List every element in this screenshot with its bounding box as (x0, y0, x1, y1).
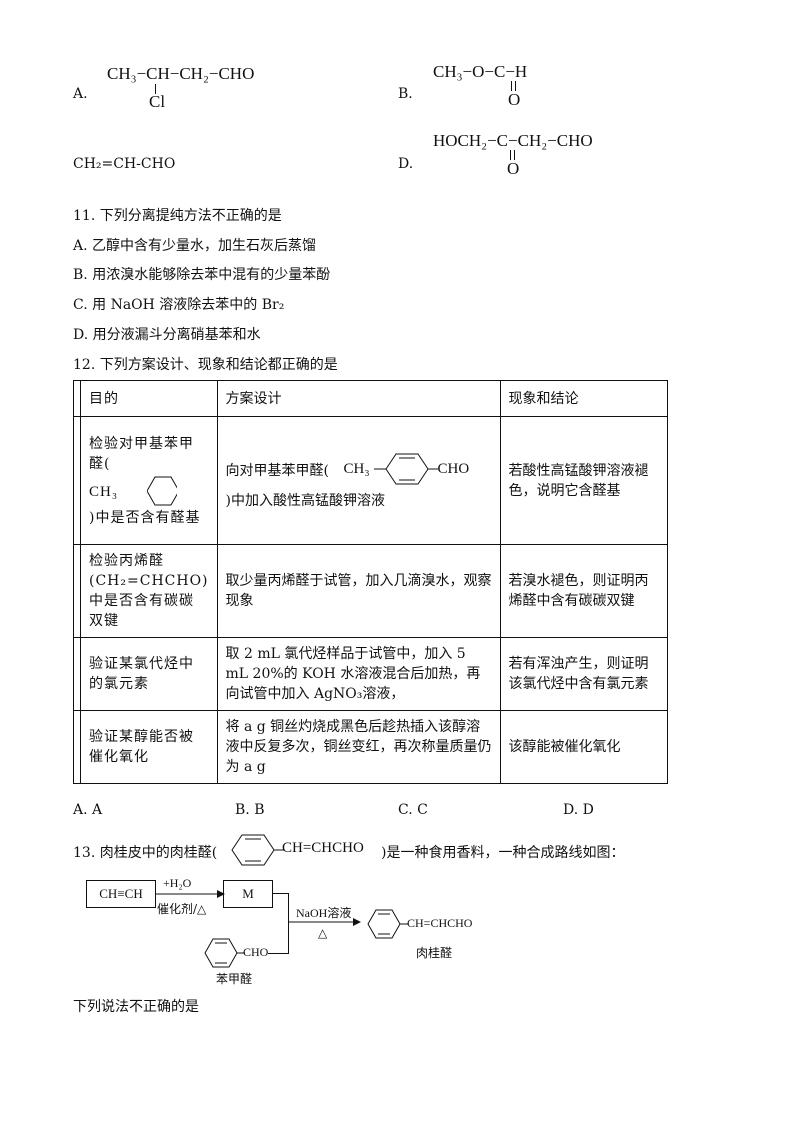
header-result: 现象和结论 (499, 380, 668, 417)
q11-option-a: A. 乙醇中含有少量水，加生石灰后蒸馏 (73, 238, 317, 254)
row2-purpose: 检验丙烯醛(CH₂=CHCHO)中是否含有碳碳双键 (80, 544, 218, 638)
table-cell (73, 637, 81, 711)
connector-line (288, 893, 289, 953)
arrow-right-icon (289, 918, 361, 926)
table-header-row: 目的 方案设计 现象和结论 (73, 380, 668, 417)
q12-choice-d: D. D (563, 802, 594, 818)
q12-choice-a: A. A (73, 802, 103, 818)
benzene-ring-icon (367, 909, 408, 939)
option-d-oxygen: O (507, 159, 520, 178)
row1-design: 向对甲基苯甲醛( CH₃ CHO )中加入酸性高锰酸钾溶液 (216, 416, 501, 545)
q12-choice-c: C. C (398, 802, 428, 818)
option-b-label: B. (398, 86, 413, 102)
q11-stem: 11. 下列分离提纯方法不正确的是 (73, 208, 282, 224)
benzene-ring-icon (147, 476, 177, 505)
product-group: CH=CHCHO (407, 916, 473, 930)
row2-design: 取少量丙烯醛于试管，加入几滴溴水，观察现象 (216, 544, 501, 638)
arrow2-top-label: NaOH溶液 (296, 906, 352, 920)
q12-table: 目的 方案设计 现象和结论 检验对甲基苯甲醛( CH₃ )中是否含有醛基 向对甲… (73, 380, 668, 784)
row1-design-post: )中加入酸性高锰酸钾溶液 (225, 492, 385, 509)
table-cell (73, 380, 81, 417)
q11-option-b: B. 用浓溴水能够除去苯中混有的少量苯酚 (73, 267, 331, 283)
row4-result: 该醇能被催化氧化 (499, 710, 668, 784)
option-c: CH₂=CH-CHO (73, 156, 176, 172)
row4-design: 将 a g 铜丝灼烧成黑色后趁热插入该醇溶液中反复多次，铜丝变红，再次称量质量仍… (216, 710, 501, 784)
option-d-formula: HOCH₂−C−CH₂−CHO (433, 131, 593, 150)
double-bond-line (510, 150, 511, 160)
benzene-ring-icon (204, 938, 245, 968)
q12-stem: 12. 下列方案设计、现象和结论都正确的是 (73, 357, 338, 373)
header-purpose: 目的 (80, 380, 218, 417)
row1-purpose-tail: )中是否含有醛基 (89, 509, 201, 526)
row1-design-cho: CHO (437, 460, 470, 477)
product-name: 肉桂醛 (416, 946, 453, 960)
benzaldehyde-group: CHO (243, 945, 269, 959)
table-row: 验证某氯代烃中的氯元素 取 2 mL 氯代烃样品于试管中，加入 5 mL 20%… (73, 637, 668, 711)
row1-purpose: 检验对甲基苯甲醛( CH₃ )中是否含有醛基 (80, 416, 218, 545)
connector-line (268, 953, 289, 954)
connector-line (272, 893, 288, 894)
row1-design-pre: 向对甲基苯甲醛( (225, 462, 329, 479)
intermediate-box: M (223, 880, 273, 908)
header-design: 方案设计 (216, 380, 501, 417)
option-a-formula: CH₃−CH−CH₂−CHO (107, 64, 255, 83)
row1-purpose-structure: CH₃ (89, 474, 209, 508)
option-b-oxygen: O (508, 90, 521, 109)
bond-line (155, 84, 156, 94)
row1-purpose-text: 检验对甲基苯甲醛( (89, 435, 194, 472)
arrow1-top-label: +H₂O (163, 876, 192, 890)
benzene-ring-icon (373, 453, 438, 484)
option-b-formula: CH₃−O−C−H (433, 62, 528, 81)
table-cell (73, 416, 81, 545)
option-a-substituent: Cl (149, 92, 166, 111)
row1-design-ch3: CH₃ (343, 460, 370, 477)
arrow-right-icon (155, 890, 225, 898)
table-cell (73, 544, 81, 638)
option-d-label: D. (398, 156, 414, 172)
benzaldehyde-name: 苯甲醛 (216, 972, 253, 986)
arrow2-bottom-label: △ (318, 926, 328, 940)
row3-design: 取 2 mL 氯代烃样品于试管中，加入 5 mL 20%的 KOH 水溶液混合后… (216, 637, 501, 711)
double-bond-line (515, 81, 516, 91)
row3-purpose: 验证某氯代烃中的氯元素 (80, 637, 218, 711)
q11-option-d: D. 用分液漏斗分离硝基苯和水 (73, 327, 261, 343)
arrow1-bottom-label: 催化剂/△ (157, 902, 207, 916)
q13-stem-post: )是一种食用香料，一种合成路线如图： (381, 845, 625, 861)
q13-stem-pre: 13. 肉桂皮中的肉桂醛( (73, 845, 218, 861)
q11-option-c: C. 用 NaOH 溶液除去苯中的 Br₂ (73, 297, 285, 313)
reactant-box: CH≡CH (86, 880, 156, 908)
table-row: 检验对甲基苯甲醛( CH₃ )中是否含有醛基 向对甲基苯甲醛( CH₃ (73, 416, 668, 545)
benzene-ring-icon (231, 834, 284, 866)
row1-design-line1: 向对甲基苯甲醛( CH₃ CHO (226, 451, 492, 491)
q12-choice-b: B. B (235, 802, 265, 818)
row1-result: 若酸性高锰酸钾溶液褪色，说明它含醛基 (499, 416, 668, 545)
row2-result: 若溴水褪色，则证明丙烯醛中含有碳碳双键 (499, 544, 668, 638)
double-bond-line (511, 81, 512, 91)
q13-tail: 下列说法不正确的是 (73, 999, 199, 1015)
table-row: 检验丙烯醛(CH₂=CHCHO)中是否含有碳碳双键 取少量丙烯醛于试管，加入几滴… (73, 544, 668, 638)
row3-result: 若有浑浊产生，则证明该氯代烃中含有氯元素 (499, 637, 668, 711)
q13-stem-structure: CH=CHCHO (282, 840, 364, 856)
table-cell (73, 710, 81, 784)
table-row: 验证某醇能否被催化氧化 将 a g 铜丝灼烧成黑色后趁热插入该醇溶液中反复多次，… (73, 710, 668, 784)
double-bond-line (514, 150, 515, 160)
option-a-label: A. (73, 86, 88, 102)
row4-purpose: 验证某醇能否被催化氧化 (80, 710, 218, 784)
